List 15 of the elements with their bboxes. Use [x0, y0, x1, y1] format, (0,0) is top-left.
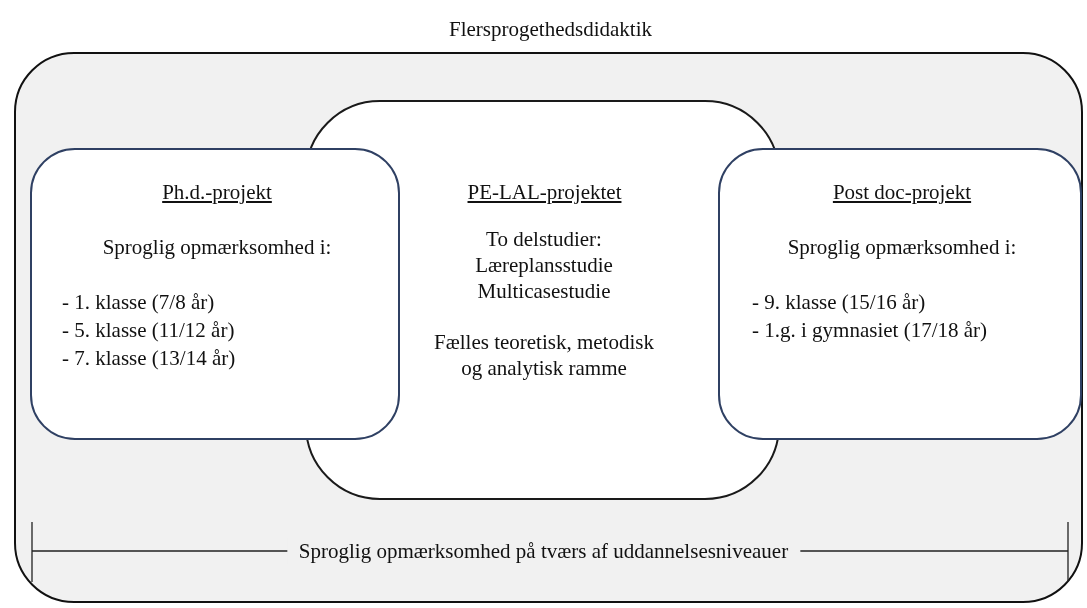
box-text: Sproglig opmærksomhed i: [101, 234, 333, 260]
list-item: - 1.g. i gymnasiet (17/18 år) [752, 317, 989, 343]
project-box [30, 148, 400, 440]
box-title: Ph.d.-projekt [161, 179, 273, 205]
box-text: Fælles teoretisk, metodisk og analytisk ramme [433, 329, 655, 381]
box-text: Sproglig opmærksomhed i: [786, 234, 1018, 260]
list-item: - 9. klasse (15/16 år) [752, 289, 927, 315]
list-item: - 1. klasse (7/8 år) [62, 289, 216, 315]
box-title: PE-LAL-projektet [466, 179, 623, 205]
frame-heading: Flersprogethedsdidaktik [448, 16, 653, 42]
list-item: - 5. klasse (11/12 år) [62, 317, 236, 343]
project-box [718, 148, 1082, 440]
box-text: To delstudier: Læreplansstudie Multicasestudie [474, 226, 614, 304]
box-title: Post doc-projekt [831, 179, 973, 205]
list-item: - 7. klasse (13/14 år) [62, 345, 237, 371]
